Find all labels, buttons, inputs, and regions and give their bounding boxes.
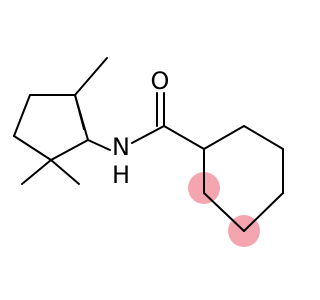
molecule-structure-diagram: O N H <box>13 57 284 247</box>
bond-dimethyl-right <box>50 159 80 185</box>
ring-bond-4 <box>243 192 284 232</box>
oxygen-atom-label: O <box>151 67 170 95</box>
amide-linker-bonds <box>87 92 205 151</box>
nitrogen-atom-label: N <box>112 133 130 161</box>
bond-dimethyl-left <box>21 159 52 185</box>
ring-bond-5 <box>203 192 245 232</box>
bornane-ring-bonds <box>13 57 108 185</box>
ring-bond-1 <box>203 125 245 150</box>
bond-carbon-to-nitrogen <box>87 139 111 151</box>
bond-bridgehead-methyl <box>74 57 108 96</box>
ring-bond-2 <box>243 125 284 150</box>
bond-nitrogen-to-carbonyl <box>131 125 165 144</box>
bond-amine-carbon-to-quaternary <box>50 139 89 161</box>
bond-lower-left-to-bridge <box>13 135 52 161</box>
bond-upper-lower-left <box>13 94 31 137</box>
cyclohexane-ring-bonds <box>203 125 284 232</box>
hydrogen-atom-label: H <box>112 161 130 189</box>
bond-carbonyl-to-ring <box>163 125 205 150</box>
bond-bridge-back <box>74 94 85 130</box>
